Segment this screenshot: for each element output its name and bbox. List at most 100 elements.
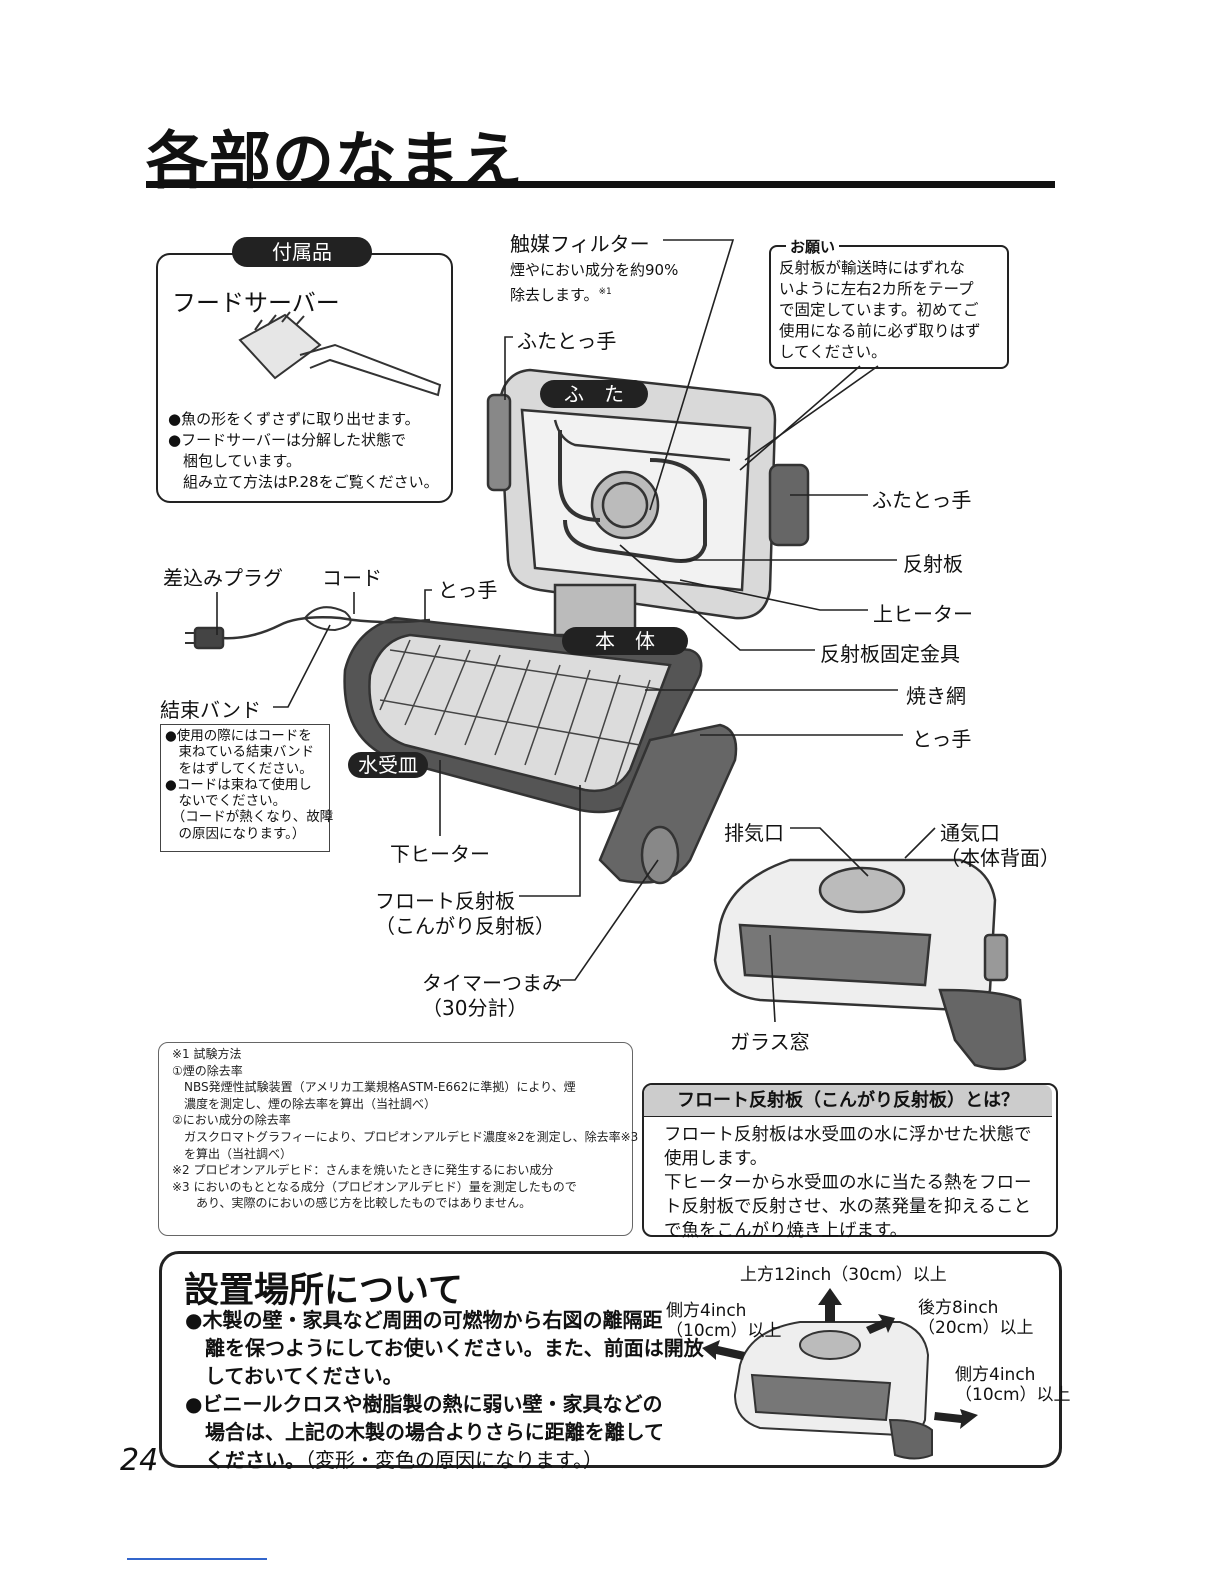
body-badge: 本 体 [562,627,688,655]
lid-badge: ふ た [540,380,648,408]
accessory-badge: 付属品 [232,237,372,267]
water-tray-badge: 水受皿 [348,752,428,778]
footnote-line: ②におい成分の除去率 [172,1113,291,1128]
request-text: 反射板が輸送時にはずれな いように左右2カ所をテープ で固定しています。初めてご… [779,258,1001,363]
accessory-note: 組み立て方法はP.28をご覧ください。 [168,473,439,491]
footnote-line: ①煙の除去率 [172,1063,243,1078]
grill-illustration [185,368,810,885]
filter-desc-line: 煙やにおい成分を約90% [510,261,679,279]
footnote-line: ※1 試験方法 [172,1047,242,1061]
clearance-back-line: 後方8inch [918,1298,999,1318]
install-line: ●ビニールクロスや樹脂製の熱に弱い壁・家具などの [185,1392,663,1416]
label-lid-handle-top: ふたとっ手 [517,329,617,353]
float-line: 下ヒーターから水受皿の水に当たる熱をフロー [664,1173,1032,1193]
label-float-reflector-sub: （こんがり反射板） [375,914,555,938]
install-line: 離を保つようにしてお使いください。また、前面は開放 [185,1336,704,1360]
label-upper-heater: 上ヒーター [873,602,973,626]
label-lower-heater: 下ヒーター [390,842,490,866]
label-reflector: 反射板 [903,552,963,576]
filter-note-mark: ※1 [598,287,612,297]
footer-link-line [127,1558,267,1560]
cord-note-line: ないでください。 [165,793,287,810]
food-server-illustration [238,311,442,397]
label-handle-top: とっ手 [438,578,498,602]
clearance-arrows [702,1288,978,1429]
footnote-line: あり、実際のにおいの感じ方を比較したものではありません。 [172,1196,532,1211]
float-reflector-text: フロート反射板は水受皿の水に浮かせた状態で 使用します。 下ヒーターから水受皿の… [664,1123,1032,1243]
float-reflector-box [642,1083,1058,1237]
accessory-note: ●フードサーバーは分解した状態で [168,431,406,449]
install-line: ●木製の壁・家具など周囲の可燃物から右図の離隔距 [185,1308,663,1332]
float-reflector-heading: フロート反射板（こんがり反射板）とは？ [644,1085,1052,1117]
footnote-line: ※3 においのもととなる成分（プロピオンアルデヒド）量を測定したもので [172,1179,577,1194]
clearance-right: 側方4inch （10cm）以上 [955,1365,1071,1405]
install-last-plain: （変形・変色の原因になります。） [305,1448,603,1472]
page-number: 24 [120,1443,159,1478]
install-line: しておいてください。 [185,1364,403,1388]
label-cord: コード [322,566,382,590]
label-reflector-bracket: 反射板固定金具 [820,642,960,666]
installation-box [159,1251,1062,1468]
request-line: いように左右2カ所をテープ [779,280,974,298]
installation-title: 設置場所について [184,1271,463,1311]
install-line: 場合は、上記の木製の場合よりさらに距離を離して [185,1420,664,1444]
filter-desc-line: 除去します。 [510,286,599,304]
cord-note-line: をはずしてください。 [165,760,313,777]
cord-note-line: 束ねている結束バンド [165,744,315,761]
grill-net-lines [379,639,666,786]
label-handle-right: とっ手 [912,727,972,751]
label-timer: タイマーつまみ [422,971,562,995]
cord-note-line: （コードが熱くなり、故障 [165,809,334,826]
footnote-line: ガスクロマトグラフィーにより、プロピオンアルデヒド濃度※2を測定し、除去率※3 [172,1129,639,1144]
float-line: フロート反射板は水受皿の水に浮かせた状態で [664,1125,1032,1145]
label-float-reflector: フロート反射板 [375,889,515,913]
cord-note-box [160,724,330,852]
accessory-name: フードサーバー [172,289,340,317]
label-vent: 通気口 [940,821,1000,845]
footnote-text: ※1 試験方法 ①煙の除去率 NBS発煙性試験装置（アメリカ工業規格ASTM-E… [172,1046,638,1212]
clearance-left: 側方4inch （10cm）以上 [666,1301,782,1341]
float-line: 使用します。 [664,1149,768,1169]
title-rule [146,181,1055,188]
footnote-line: ※2 プロピオンアルデヒド：さんまを焼いたときに発生するにおい成分 [172,1163,554,1178]
clearance-right-line: 側方4inch [955,1365,1036,1385]
request-line: 使用になる前に必ず取りはず [779,322,981,340]
closed-grill-illustration [713,858,1027,1071]
install-last-bold: ください。 [185,1448,305,1472]
label-glass-window: ガラス窓 [730,1030,810,1054]
footnote-box [158,1042,633,1236]
cord-note-line: ●使用の際にはコードを [165,728,312,744]
label-band: 結束バンド [160,698,261,722]
footnote-line: 濃度を測定し、煙の除去率を算出（当社調べ） [172,1096,437,1111]
accessory-note: 梱包しています。 [168,452,302,470]
clearance-left-line: （10cm）以上 [666,1321,782,1341]
clearance-back-line: （20cm）以上 [918,1318,1034,1338]
install-illustration [733,1321,933,1460]
accessory-notes: ●魚の形をくずさずに取り出せます。 ●フードサーバーは分解した状態で 梱包してい… [168,409,439,493]
label-filter: 触媒フィルター [510,232,650,256]
footnote-line: を算出（当社調べ） [172,1146,293,1161]
label-lid-handle-right: ふたとっ手 [872,488,972,512]
clearance-right-line: （10cm）以上 [955,1385,1071,1405]
cord-note-line: の原因になります。） [165,825,306,842]
footnote-line: NBS発煙性試験装置（アメリカ工業規格ASTM-E662に準拠）により、煙 [172,1080,576,1095]
label-grill-net: 焼き網 [906,684,966,708]
request-heading: お願い [786,236,840,257]
label-vent-sub: （本体背面） [940,846,1060,870]
cord-note-line: ●コードは束ねて使用し [165,776,312,793]
label-timer-sub: （30分計） [422,996,528,1020]
label-plug: 差込みプラグ [163,566,283,590]
clearance-back: 後方8inch （20cm）以上 [918,1298,1034,1338]
clearance-top: 上方12inch（30cm）以上 [740,1265,947,1285]
installation-text: ●木製の壁・家具など周囲の可燃物から右図の離隔距 離を保つようにしてお使いくださ… [185,1306,704,1474]
request-box [769,245,1009,369]
request-line: してください。 [779,343,887,361]
accessory-note: ●魚の形をくずさずに取り出せます。 [168,410,420,428]
cord-note-text: ●使用の際にはコードを 束ねている結束バンド をはずしてください。 ●コードは束… [165,728,333,842]
float-line: ト反射板で反射させ、水の蒸発量を抑えること [664,1197,1031,1217]
label-exhaust: 排気口 [724,821,784,845]
install-line-last: ください。（変形・変色の原因になります。） [185,1446,704,1474]
request-line: 反射板が輸送時にはずれな [779,259,966,277]
leader-lines [216,239,936,1023]
